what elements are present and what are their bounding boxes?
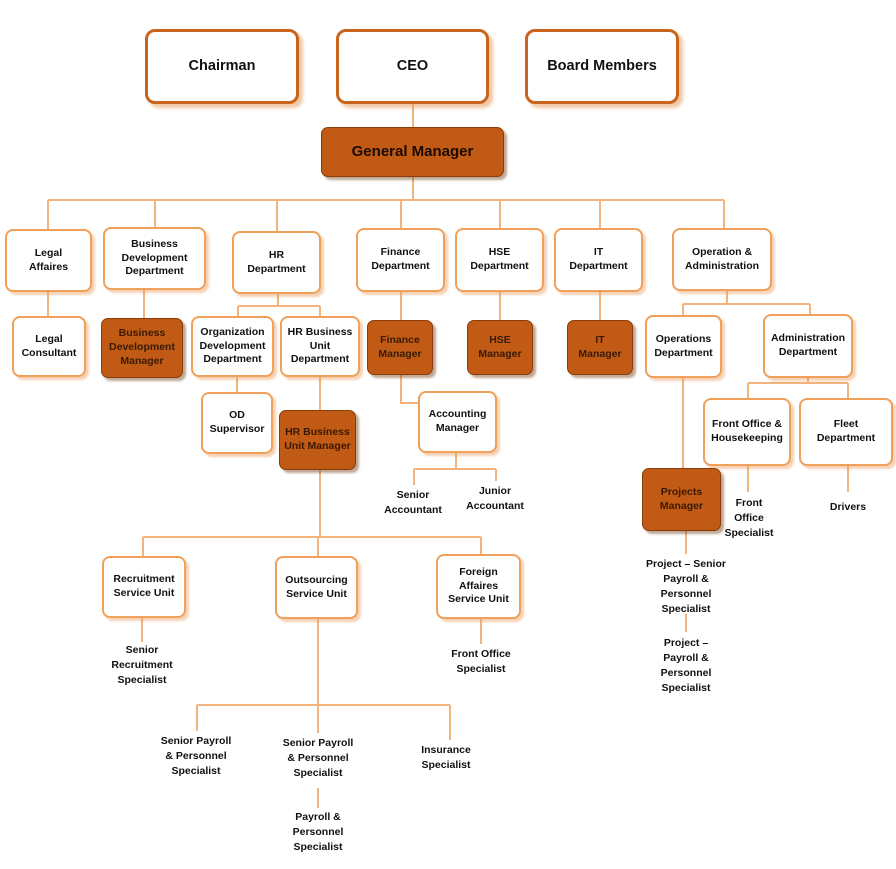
outsourcing-service-unit-box: Outsourcing Service Unit <box>275 556 358 619</box>
front-office-specialist-label: Front Office Specialist <box>724 497 774 539</box>
business-development-department-box: Business Development Department <box>103 227 206 290</box>
project-senior-payroll-specialist-label: Project – Senior Payroll & Personnel Spe… <box>646 558 726 615</box>
general-manager-box: General Manager <box>321 127 504 177</box>
connector <box>142 537 482 556</box>
foreign-affaires-service-unit-box: Foreign Affaires Service Unit <box>436 554 521 619</box>
legal-affaires-box: Legal Affaires <box>5 229 92 292</box>
drivers-label: Drivers <box>829 501 867 513</box>
projects-manager-box: Projects Manager <box>642 468 721 531</box>
hr-business-unit-department-box: HR Business Unit Department <box>280 316 360 377</box>
connector <box>400 375 418 404</box>
connector <box>237 294 321 316</box>
payroll-personnel-specialist-label: Payroll & Personnel Specialist <box>292 811 344 853</box>
hr-department-box: HR Department <box>232 231 321 294</box>
front-office-housekeeping-box: Front Office & Housekeeping <box>703 398 791 466</box>
hse-department-box: HSE Department <box>455 228 544 292</box>
accounting-manager-box: Accounting Manager <box>418 391 497 453</box>
project-payroll-specialist-label: Project – Payroll & Personnel Specialist <box>660 637 712 694</box>
board-members-box: Board Members <box>525 29 679 104</box>
hse-manager-box: HSE Manager <box>467 320 533 375</box>
senior-recruitment-specialist-label: Senior Recruitment Specialist <box>111 644 173 686</box>
connector <box>682 291 811 315</box>
connector <box>196 705 451 740</box>
organization-development-department-box: Organization Development Department <box>191 316 274 377</box>
business-development-manager-box: Business Development Manager <box>101 318 183 378</box>
senior-accountant-label: Senior Accountant <box>384 489 442 516</box>
it-department-box: IT Department <box>554 228 643 292</box>
insurance-specialist-label: Insurance Specialist <box>421 744 471 771</box>
connector <box>747 378 849 398</box>
junior-accountant-label: Junior Accountant <box>466 485 524 512</box>
operation-administration-box: Operation & Administration <box>672 228 772 291</box>
senior-payroll-specialist-mid-label: Senior Payroll & Personnel Specialist <box>282 737 354 779</box>
od-supervisor-box: OD Supervisor <box>201 392 273 454</box>
recruitment-service-unit-box: Recruitment Service Unit <box>102 556 186 618</box>
hr-business-unit-manager-box: HR Business Unit Manager <box>279 410 356 470</box>
ceo-box: CEO <box>336 29 489 104</box>
fleet-department-box: Fleet Department <box>799 398 893 466</box>
senior-payroll-specialist-left-label: Senior Payroll & Personnel Specialist <box>160 735 232 777</box>
it-manager-box: IT Manager <box>567 320 633 375</box>
chairman-box: Chairman <box>145 29 299 104</box>
finance-department-box: Finance Department <box>356 228 445 292</box>
administration-department-box: Administration Department <box>763 314 853 378</box>
operations-department-box: Operations Department <box>645 315 722 378</box>
finance-manager-box: Finance Manager <box>367 320 433 375</box>
connector <box>413 453 497 485</box>
front-office-specialist-foreign-label: Front Office Specialist <box>451 648 511 675</box>
legal-consultant-box: Legal Consultant <box>12 316 86 377</box>
